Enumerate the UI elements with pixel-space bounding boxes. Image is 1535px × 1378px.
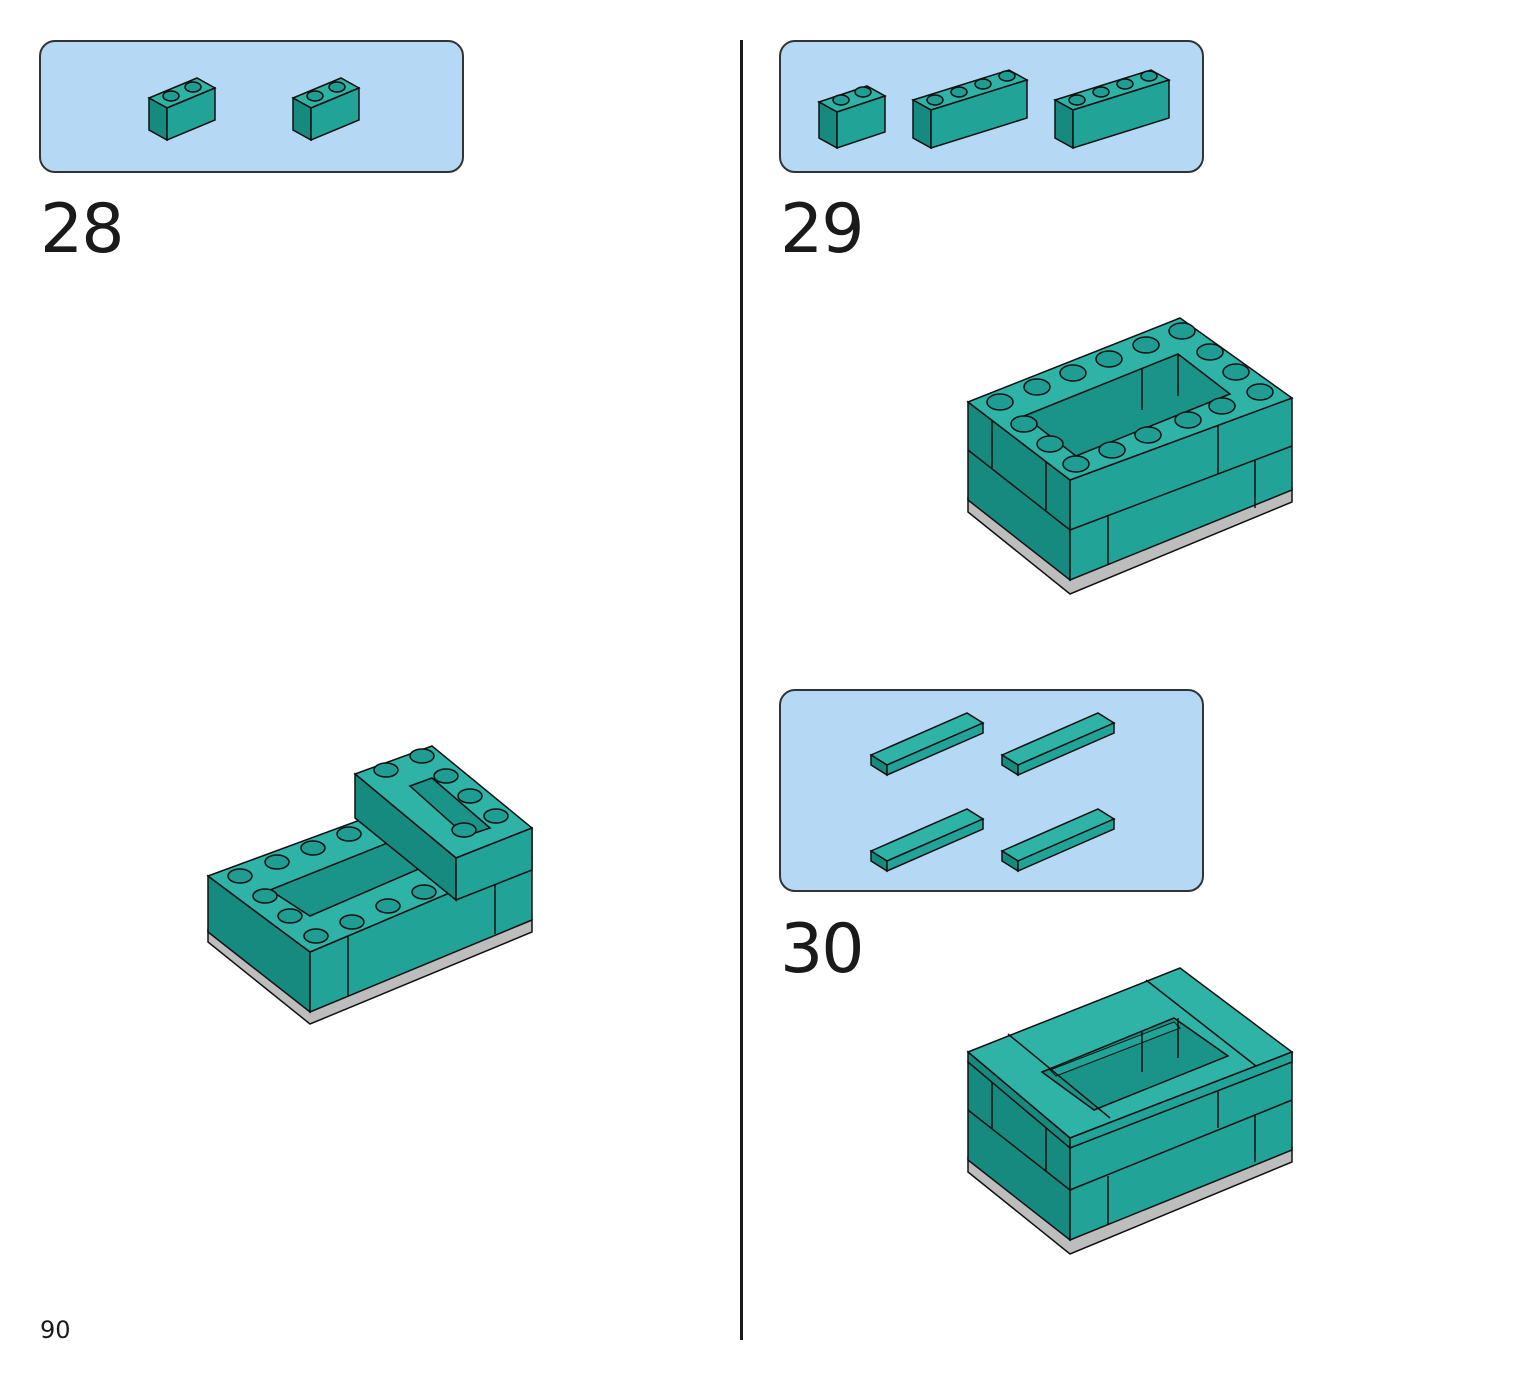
page-number: 90: [40, 1316, 71, 1344]
model-step-28: [200, 740, 540, 1030]
tile-1x4-icon: [1000, 712, 1116, 777]
tile-1x4-icon: [1000, 808, 1116, 873]
step-number-29: 29: [780, 190, 865, 269]
tile-1x4-icon: [869, 712, 985, 777]
step-number-28: 28: [40, 190, 125, 269]
brick-1x2-icon: [291, 77, 361, 142]
model-step-30: [960, 962, 1300, 1262]
step-number-30: 30: [780, 910, 865, 989]
parts-box-step-29: [779, 40, 1204, 173]
column-divider: [740, 40, 743, 1340]
model-step-29: [960, 312, 1300, 602]
parts-box-step-28: [39, 40, 464, 173]
brick-1x2-icon: [817, 85, 887, 150]
parts-box-step-30: [779, 689, 1204, 892]
tile-1x4-icon: [869, 808, 985, 873]
brick-1x2-icon: [147, 77, 217, 142]
brick-1x4-icon: [1053, 69, 1171, 150]
brick-1x4-icon: [911, 69, 1029, 150]
